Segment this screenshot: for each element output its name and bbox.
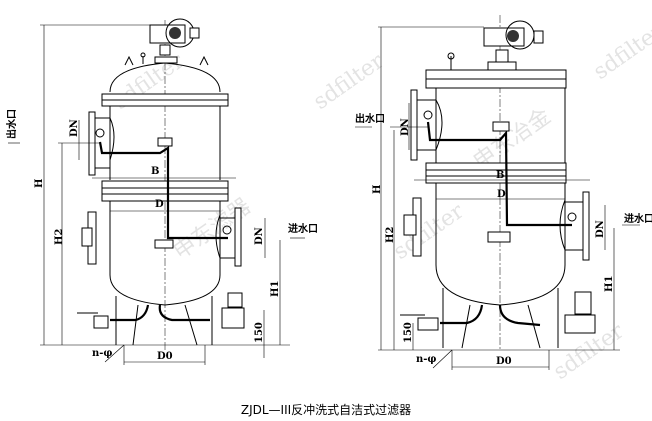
150-label: 150 <box>254 322 265 343</box>
150-label: 150 <box>403 322 414 343</box>
dn-label: DN <box>69 119 80 137</box>
labels-right: 出水口 DN B D H H2 DN 进水口 H1 150 D0 n-φ <box>355 112 652 367</box>
filter-right <box>355 15 640 370</box>
dn-label: DN <box>400 118 411 136</box>
b-label: B <box>151 166 159 177</box>
outlet-label: 出水口 <box>5 109 18 139</box>
inlet-label: 进水口 <box>288 222 318 235</box>
holes-label: n-φ <box>416 354 436 365</box>
watermark: 申东滤器 <box>169 194 255 265</box>
d0-label: D0 <box>157 351 173 362</box>
h2-label: H2 <box>54 229 65 245</box>
watermark: sdfilter <box>589 19 652 85</box>
h-label: H <box>372 185 383 194</box>
dn-label: DN <box>254 227 265 245</box>
watermark: sdfilter <box>389 199 469 265</box>
dn-label: DN <box>595 220 606 238</box>
h1-label: H1 <box>604 276 615 292</box>
b-label: B <box>496 170 504 181</box>
holes-label: n-φ <box>92 348 112 359</box>
drawing-caption: ZJDL—III反冲洗式自洁式过滤器 <box>240 403 412 417</box>
h1-label: H1 <box>270 281 281 297</box>
watermark: sdfilter <box>309 49 389 115</box>
d-label: D <box>155 199 164 210</box>
inlet-label: 进水口 <box>624 212 652 225</box>
d-label: D <box>497 189 506 200</box>
labels-left: 出水口 DN B D H H2 DN 进水口 H1 150 D0 n-φ <box>5 109 318 362</box>
h2-label: H2 <box>385 227 396 243</box>
filter-left <box>8 18 305 365</box>
outlet-label: 出水口 <box>355 112 385 125</box>
h-label: H <box>34 179 45 188</box>
d0-label: D0 <box>496 356 512 367</box>
